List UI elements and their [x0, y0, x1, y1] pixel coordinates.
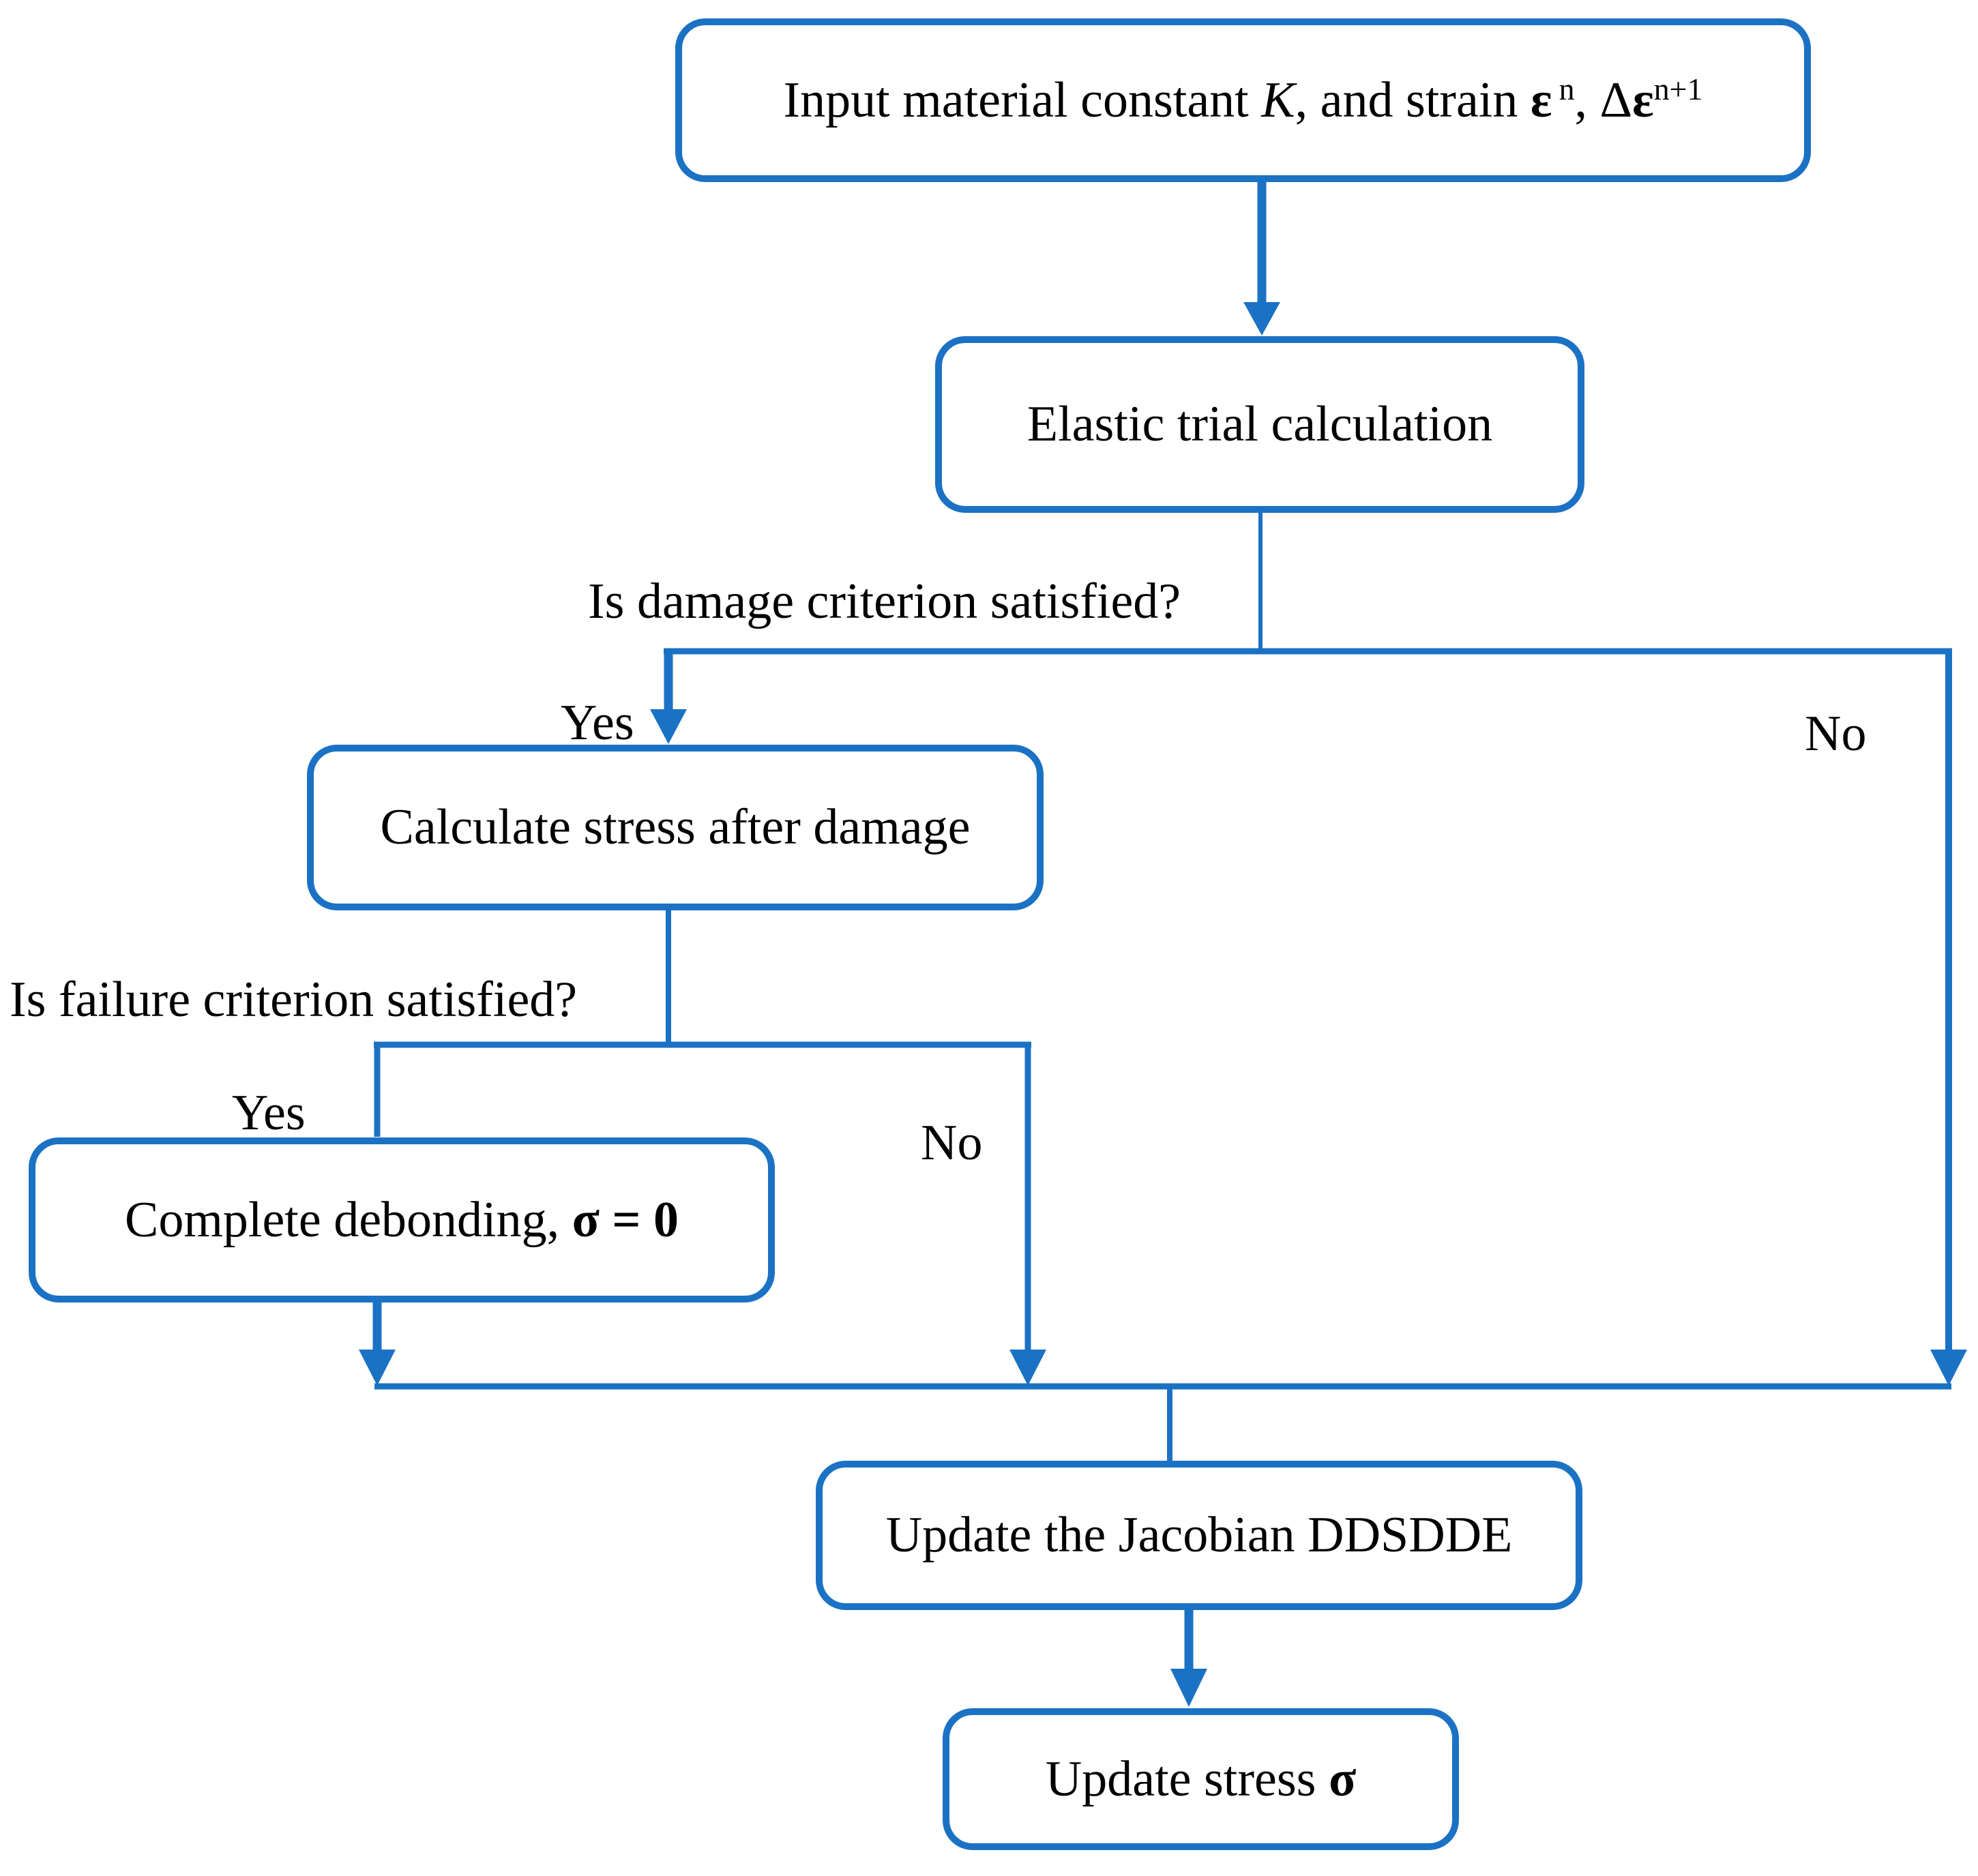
input-delta-epsilon-superscript: n+1 [1653, 71, 1703, 106]
arrow-input-to-elastic [1243, 182, 1280, 336]
node-elastic-trial-label: Elastic trial calculation [1027, 396, 1493, 453]
input-delta-epsilon-symbol: ε [1632, 72, 1654, 129]
input-text-sep: , Δ [1574, 72, 1633, 129]
damage-no-label: No [1805, 706, 1867, 762]
input-epsilon-n-superscript: n [1559, 71, 1575, 106]
node-calculate-stress-after-damage-label: Calculate stress after damage [380, 799, 971, 856]
node-update-jacobian: Update the Jacobian DDSDDE [816, 1461, 1582, 1610]
input-material-constant-symbol: K [1261, 72, 1295, 129]
arrow-debonding-to-merge [359, 1300, 396, 1386]
debonding-sigma-formula: σ = 0 [572, 1191, 679, 1248]
update-stress-sigma-symbol: σ [1328, 1751, 1357, 1807]
update-stress-text-prefix: Update stress [1045, 1751, 1329, 1807]
node-update-stress: Update stress σ [943, 1708, 1459, 1850]
input-text-mid: , and strain [1295, 72, 1531, 129]
input-text-prefix: Input material constant [783, 72, 1262, 129]
arrow-damage-no-to-merge [1930, 649, 1967, 1386]
failure-no-label: No [921, 1115, 983, 1171]
node-calculate-stress-after-damage: Calculate stress after damage [307, 745, 1044, 910]
node-complete-debonding-label: Complete debonding, σ = 0 [125, 1192, 679, 1249]
arrow-input-to-elastic-head [1243, 302, 1280, 336]
arrow-jacobian-to-stress-head [1170, 1669, 1207, 1707]
node-complete-debonding: Complete debonding, σ = 0 [29, 1137, 775, 1302]
node-update-stress-label: Update stress σ [1046, 1751, 1356, 1808]
failure-criterion-question: Is failure criterion satisfied? [10, 972, 578, 1028]
arrow-failure-no-to-merge [1009, 1042, 1046, 1386]
debonding-text-prefix: Complete debonding, [124, 1191, 572, 1248]
arrow-damage-no-to-merge-head [1930, 1350, 1967, 1386]
arrow-damage-yes-to-calc-head [650, 709, 687, 744]
node-elastic-trial: Elastic trial calculation [935, 336, 1584, 513]
damage-criterion-question: Is damage criterion satisfied? [588, 574, 1181, 629]
damage-yes-label: Yes [561, 695, 634, 751]
node-update-jacobian-label: Update the Jacobian DDSDDE [885, 1507, 1513, 1564]
input-epsilon-n-symbol: ε [1530, 72, 1552, 129]
failure-yes-label: Yes [232, 1085, 306, 1141]
arrow-damage-yes-to-calc [650, 649, 687, 744]
arrow-failure-no-to-merge-head [1009, 1350, 1046, 1386]
arrow-debonding-to-merge-head [359, 1350, 396, 1386]
arrow-jacobian-to-stress [1170, 1609, 1207, 1707]
